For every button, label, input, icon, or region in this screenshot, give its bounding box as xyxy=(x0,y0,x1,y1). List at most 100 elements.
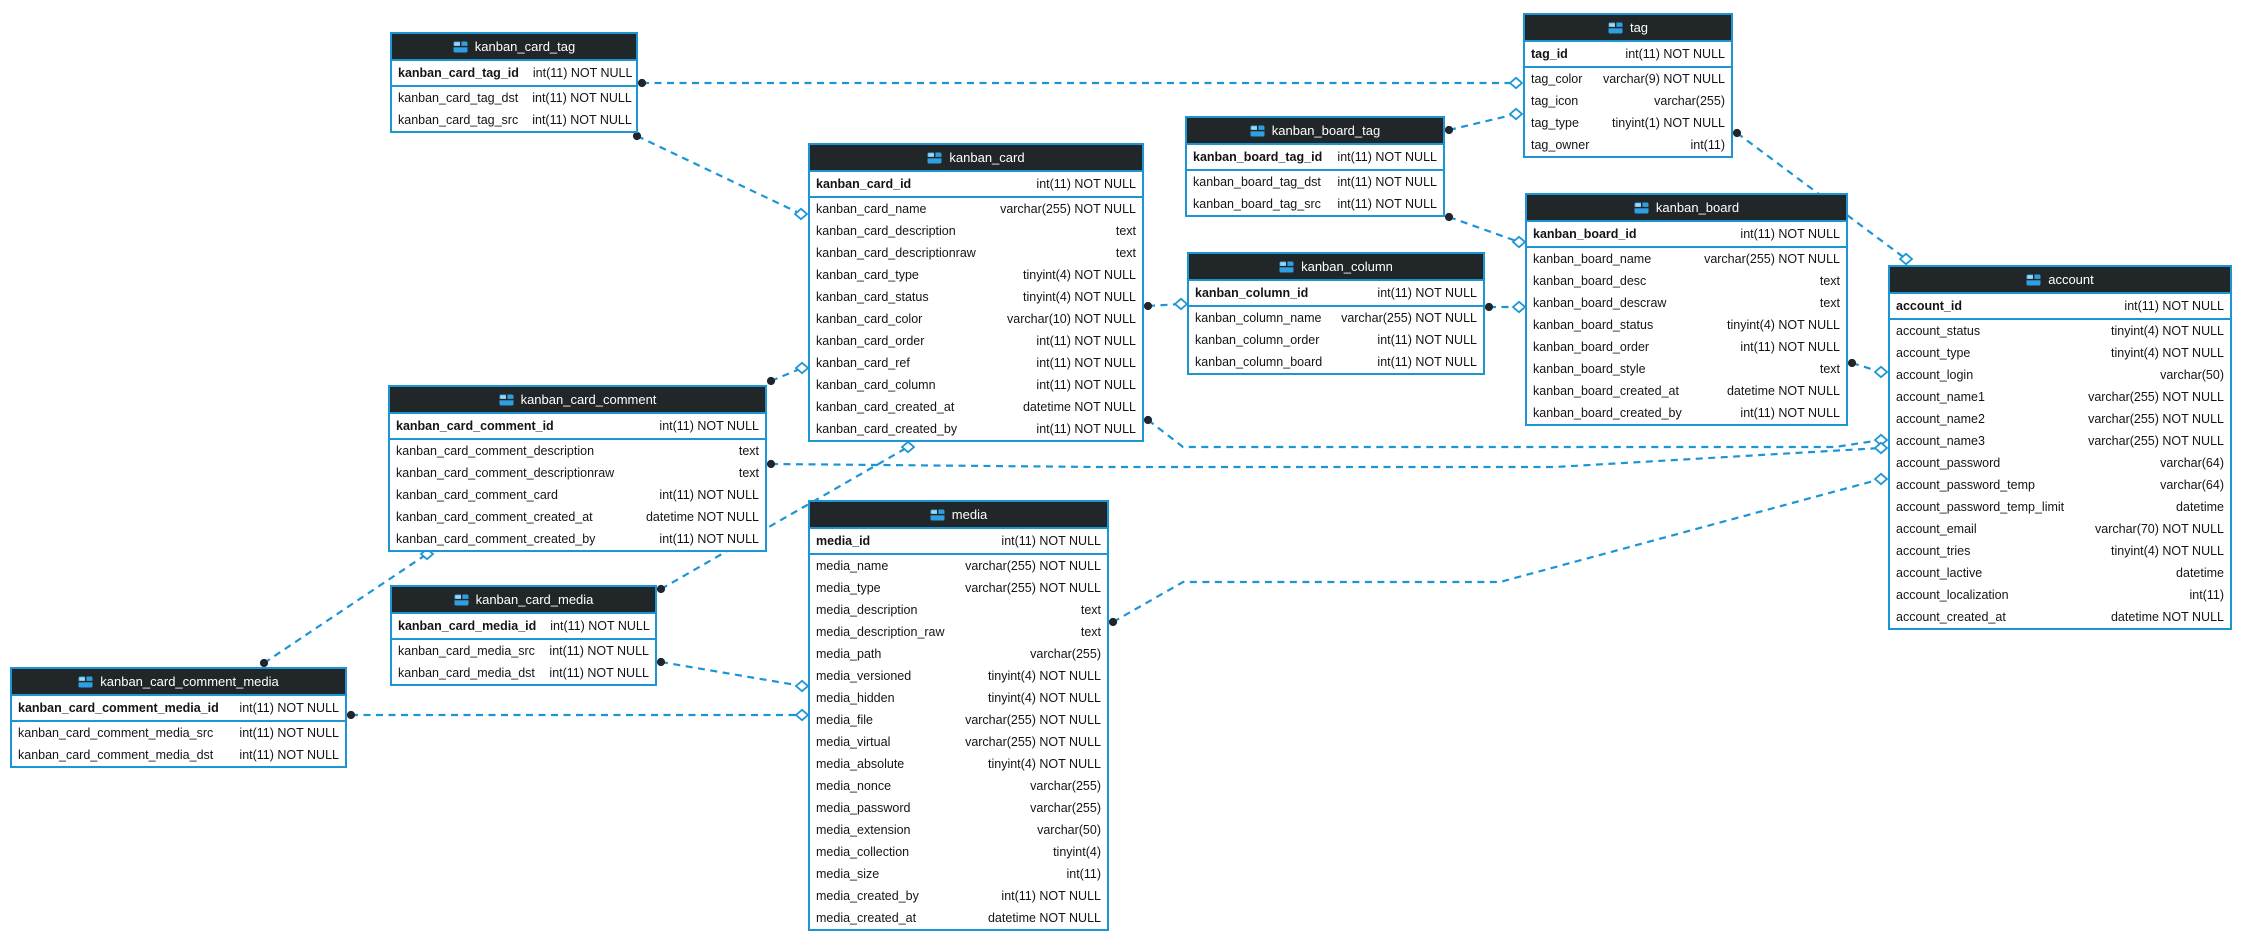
relationship-line[interactable] xyxy=(660,446,909,590)
relationship-media-to-account[interactable] xyxy=(1108,472,1889,627)
relationship-kanban_card_comment-to-account[interactable] xyxy=(766,441,1889,469)
relationship-kanban_card_tag-to-tag[interactable] xyxy=(637,76,1524,90)
relationship-kanban_card-to-kanban_column[interactable] xyxy=(1143,297,1189,311)
relationship-line[interactable] xyxy=(1448,112,1517,132)
relationship-line[interactable] xyxy=(263,553,428,664)
relationship-line[interactable] xyxy=(770,446,1882,469)
relationship-line[interactable] xyxy=(1147,419,1882,449)
relationship-kanban_card_comment-to-kanban_card[interactable] xyxy=(766,361,810,386)
relationship-kanban_card_media-to-kanban_card[interactable] xyxy=(656,440,916,594)
relationship-line[interactable] xyxy=(1448,215,1520,244)
relationship-kanban_board-to-account[interactable] xyxy=(1847,358,1889,379)
table-header[interactable]: kanban_card_comment_media xyxy=(12,669,345,696)
relationship-line[interactable] xyxy=(1112,477,1882,623)
relationship-kanban_card_media-to-media[interactable] xyxy=(656,657,810,693)
relationship-kanban_column-to-kanban_board[interactable] xyxy=(1484,300,1527,314)
table-header[interactable]: account xyxy=(1890,267,2230,294)
table-header[interactable]: kanban_board_tag xyxy=(1187,118,1443,145)
table-header[interactable]: kanban_column xyxy=(1189,254,1483,281)
table-header[interactable]: tag xyxy=(1525,15,1731,42)
table-header[interactable]: kanban_card_tag xyxy=(392,34,636,61)
relationship-kanban_board_tag-to-kanban_board[interactable] xyxy=(1444,212,1527,249)
table-header[interactable]: kanban_card_comment xyxy=(390,387,765,414)
relationship-line[interactable] xyxy=(770,366,803,383)
relationship-line[interactable] xyxy=(660,660,803,688)
relationship-kanban_card_comment_media-to-media[interactable] xyxy=(346,708,810,722)
